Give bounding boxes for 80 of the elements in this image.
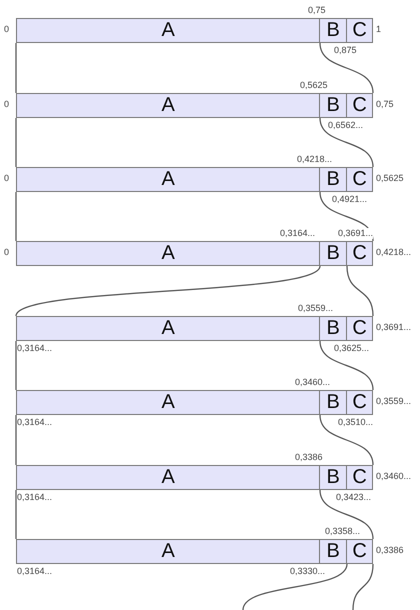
- interval-bar: [16, 316, 373, 341]
- interval-bar: [16, 18, 373, 43]
- interval-bar: [16, 390, 373, 415]
- symbol-label: A: [160, 540, 176, 563]
- boundary-value: 0,3386: [376, 545, 404, 556]
- boundary-value: 0,3164...: [17, 492, 52, 503]
- symbol-label: B: [319, 94, 346, 117]
- boundary-value: 0,3460...: [295, 377, 330, 388]
- boundary-value: 0,3625...: [334, 343, 370, 354]
- mapping-line: [319, 192, 374, 242]
- boundary-value: 0,3691...: [338, 228, 374, 239]
- symbol-label: A: [160, 19, 176, 42]
- mapping-line: [15, 118, 17, 167]
- mapping-line: [16, 266, 320, 316]
- boundary-value: 0,4218...: [376, 247, 412, 258]
- boundary-value: 0,75: [308, 5, 326, 16]
- boundary-value: 0: [4, 99, 10, 110]
- mapping-line: [352, 564, 374, 610]
- boundary-value: 0: [4, 24, 10, 35]
- boundary-value: 0,3691...: [376, 322, 412, 333]
- symbol-label: C: [346, 466, 372, 489]
- mapping-line: [15, 43, 17, 93]
- boundary-value: 0,3164...: [17, 566, 52, 577]
- boundary-value: 0,4921...: [332, 194, 368, 205]
- symbol-label: A: [160, 391, 176, 414]
- symbol-label: C: [346, 391, 372, 414]
- symbol-label: A: [160, 168, 176, 191]
- symbol-label: A: [160, 466, 176, 489]
- symbol-label: A: [160, 94, 176, 117]
- boundary-value: 0,4218...: [297, 154, 332, 165]
- mapping-line: [319, 490, 374, 540]
- boundary-value: 0,5625: [300, 80, 328, 91]
- symbol-label: A: [160, 317, 176, 340]
- boundary-value: 0,3559...: [298, 303, 334, 314]
- boundary-value: 0,3510...: [338, 417, 374, 428]
- boundary-value: 0,3330...: [290, 566, 326, 577]
- boundary-value: 0,3358...: [325, 526, 360, 537]
- boundary-value: 0,3164...: [17, 343, 52, 354]
- symbol-label: C: [346, 19, 372, 42]
- boundary-value: 0,3164...: [17, 417, 52, 428]
- mapping-line: [15, 341, 17, 390]
- mapping-line: [319, 42, 374, 94]
- mapping-line: [319, 118, 374, 168]
- symbol-label: B: [319, 540, 346, 563]
- symbol-label: B: [319, 391, 346, 414]
- mapping-line: [319, 340, 374, 390]
- boundary-value: 0: [4, 247, 10, 258]
- symbol-label: C: [346, 168, 372, 191]
- mapping-line: [319, 414, 374, 466]
- mapping-line: [15, 490, 17, 539]
- symbol-label: C: [346, 317, 372, 340]
- boundary-value: 0,3423...: [336, 492, 372, 503]
- boundary-value: 0,6562...: [328, 120, 364, 131]
- boundary-value: 0: [4, 173, 10, 184]
- mapping-line: [15, 415, 17, 465]
- symbol-label: B: [319, 317, 346, 340]
- boundary-value: 1: [376, 24, 382, 35]
- symbol-label: C: [346, 540, 372, 563]
- symbol-label: B: [319, 466, 346, 489]
- symbol-label: B: [319, 168, 346, 191]
- boundary-value: 0,875: [334, 45, 357, 56]
- mapping-line: [346, 266, 374, 316]
- interval-bar: [16, 167, 373, 192]
- mapping-line: [15, 192, 17, 241]
- symbol-label: A: [160, 242, 176, 265]
- boundary-value: 0,3386: [295, 452, 323, 463]
- interval-bar: [16, 465, 373, 490]
- boundary-value: 0,3460...: [376, 471, 412, 482]
- boundary-value: 0,3559...: [376, 396, 412, 407]
- symbol-label: B: [319, 19, 346, 42]
- interval-bar: [16, 93, 373, 118]
- symbol-label: C: [346, 94, 372, 117]
- interval-bar: [16, 539, 373, 564]
- boundary-value: 0,5625: [376, 173, 404, 184]
- boundary-value: 0,3164...: [280, 228, 316, 239]
- mapping-line: [242, 564, 348, 610]
- symbol-label: B: [319, 242, 346, 265]
- symbol-label: C: [346, 242, 372, 265]
- boundary-value: 0,75: [376, 99, 394, 110]
- interval-bar: [16, 241, 373, 266]
